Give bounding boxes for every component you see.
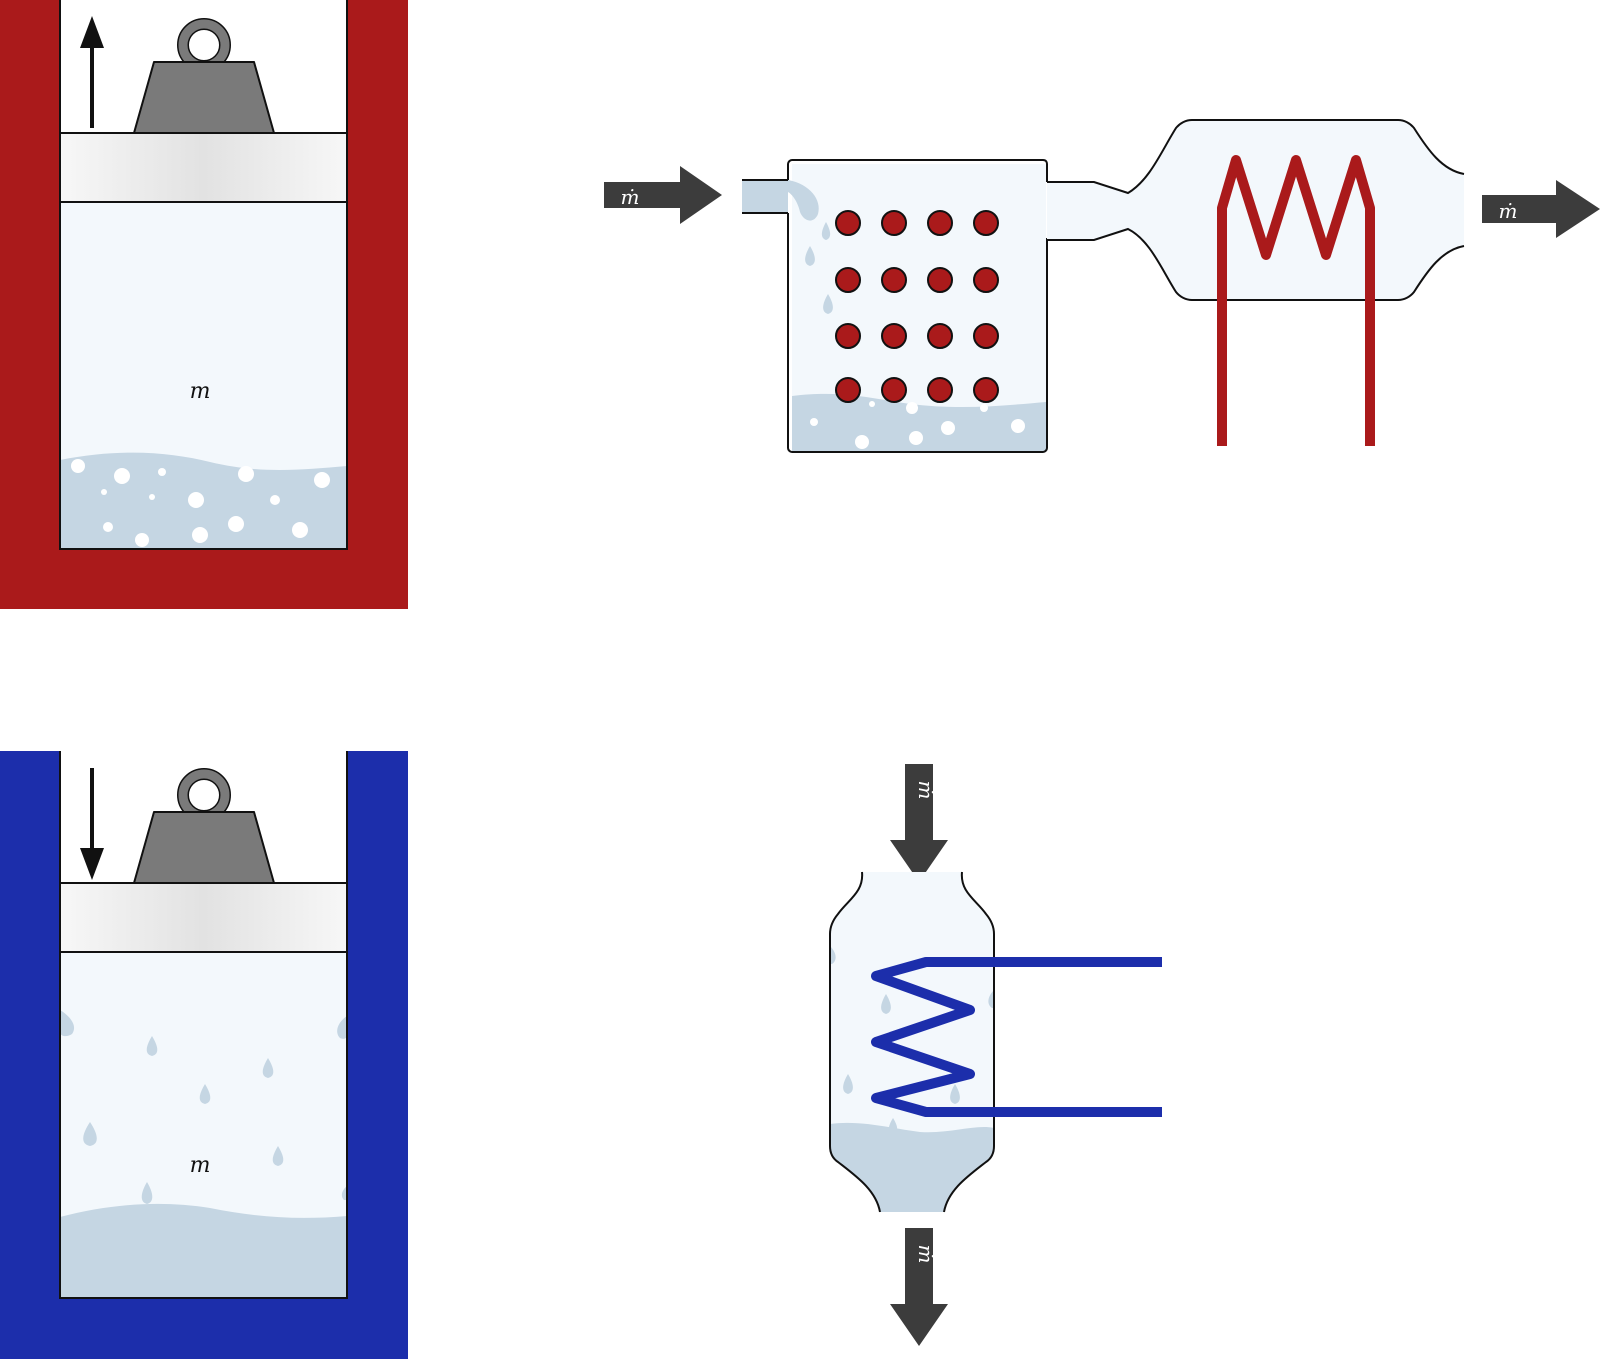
- boiler-superheater-system: ṁ: [604, 119, 1600, 453]
- cylinder-wall: [59, 0, 348, 550]
- piston: [59, 882, 348, 953]
- up-arrow-icon: [80, 16, 104, 128]
- mass-label: m: [190, 1153, 211, 1178]
- outlet-flow-label: ṁ: [914, 1245, 938, 1264]
- flow-arrow-icon: ṁ: [890, 764, 948, 882]
- condensing-piston-cylinder: m: [0, 751, 408, 1359]
- down-arrow-icon: [80, 768, 104, 880]
- inlet-flow-label: ṁ: [621, 185, 640, 209]
- cooling-jacket: [0, 751, 408, 1359]
- flow-arrow-icon: ṁ: [1482, 180, 1600, 238]
- bubbles: [810, 401, 1025, 449]
- mass-label: m: [190, 379, 211, 404]
- condensate-liquid: [60, 1203, 347, 1298]
- cylinder-wall: [59, 751, 348, 1299]
- bubbles: [71, 459, 330, 547]
- outlet-flow-label: ṁ: [1499, 199, 1518, 223]
- boiling-piston-cylinder: m: [0, 0, 408, 609]
- boiler-outline: [787, 159, 1048, 453]
- droplets: [830, 946, 994, 1134]
- weight-icon: [133, 18, 275, 134]
- condenser-system: ṁ ṁ: [829, 764, 1162, 1346]
- cooling-coil-icon: [871, 957, 1162, 1117]
- heating-tubes: [835, 210, 999, 403]
- weight-icon: [133, 768, 275, 884]
- flow-arrow-icon: ṁ: [604, 166, 722, 224]
- condensate-liquid: [830, 1122, 994, 1212]
- inlet-flow-label: ṁ: [914, 781, 938, 800]
- droplets: [60, 1010, 347, 1204]
- piston: [59, 132, 348, 203]
- heating-jacket: [0, 0, 408, 609]
- inlet-pipe: [742, 180, 788, 213]
- flow-arrow-icon: ṁ: [890, 1228, 948, 1346]
- heating-coil-icon: [1217, 155, 1375, 446]
- droplets: [805, 222, 833, 314]
